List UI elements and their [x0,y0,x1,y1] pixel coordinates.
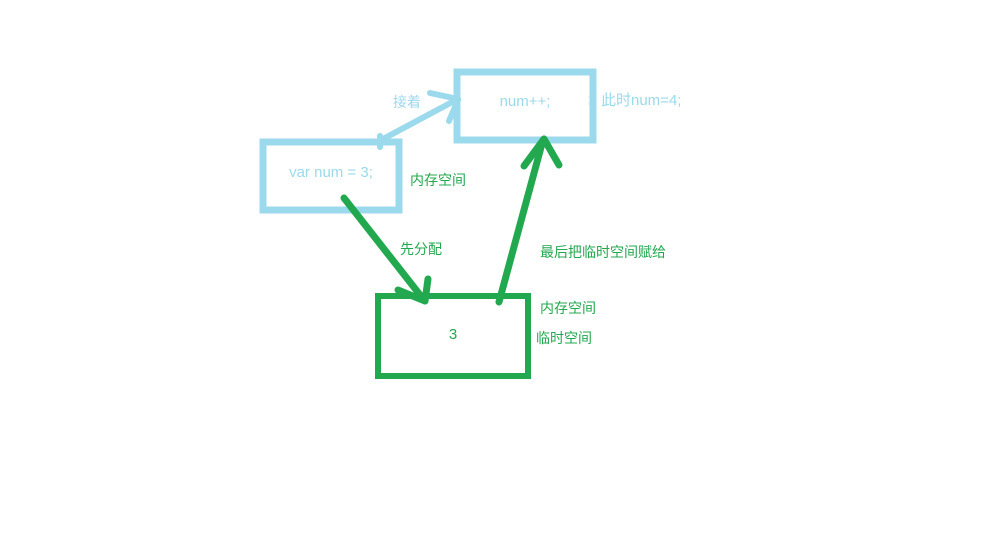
num-value-label: 此时num=4; [601,92,682,109]
allocate-first-label: 先分配 [400,241,442,257]
memory-box-label: var num = 3; [289,164,373,181]
assign-back-label: 最后把临时空间赋给 内存空间 [540,205,666,356]
assign-back-label-line1: 最后把临时空间赋给 [540,243,666,260]
temp-space-label: 临时空间 [536,330,592,346]
assign-back-label-line2: 内存空间 [540,300,596,317]
increment-box-label: num++; [499,93,551,110]
semicolon-artifact: ; [587,91,591,107]
temp-box-value: 3 [448,326,458,343]
assign-arrow-icon [495,135,563,306]
then-arrow-icon [377,90,461,150]
temp-box-rect [375,293,531,379]
memory-space-label: 内存空间 [410,172,466,188]
then-label: 接着 [393,94,421,110]
memory-box-rect [259,138,403,214]
allocate-arrow-icon [340,194,432,305]
